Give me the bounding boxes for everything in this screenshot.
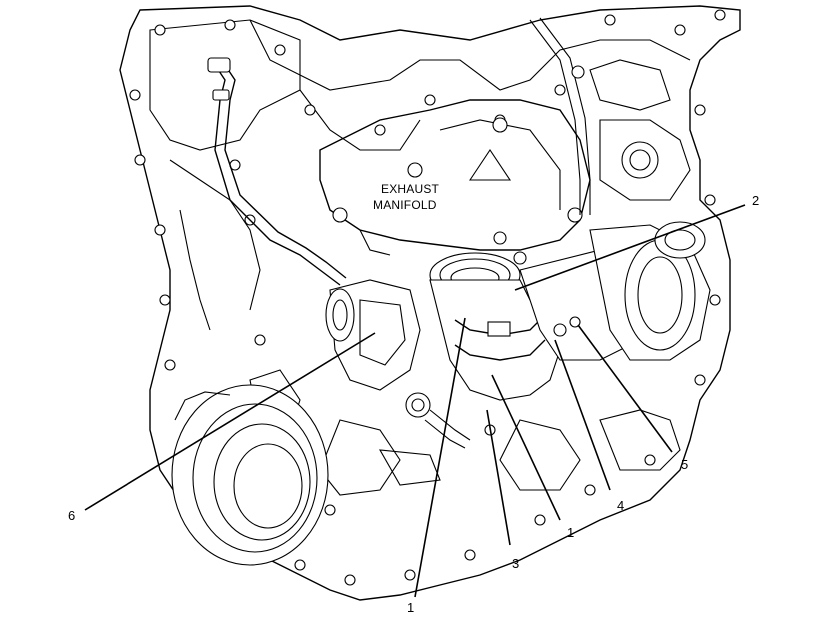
leader-lines	[84, 204, 746, 598]
oil-supply-line	[207, 57, 347, 286]
exhaust-manifold-label: EXHAUST MANIFOLD	[373, 182, 440, 212]
leader-4	[554, 339, 611, 491]
exhaust-manifold-label-line2: MANIFOLD	[373, 198, 437, 212]
callout-4: 4	[617, 498, 624, 513]
callout-1a: 1	[567, 525, 574, 540]
callout-5: 5	[681, 457, 688, 472]
callouts: 2 5 4 1 3 1 6	[68, 193, 759, 615]
callout-3: 3	[512, 556, 519, 571]
crankshaft-damper	[171, 384, 329, 566]
leader-1b	[414, 317, 466, 598]
leader-6	[84, 332, 376, 511]
exhaust-manifold-label-line1: EXHAUST	[381, 182, 440, 196]
callout-2: 2	[752, 193, 759, 208]
callout-6: 6	[68, 508, 75, 523]
leader-5	[577, 324, 673, 453]
leader-3	[486, 409, 511, 546]
turbocharger	[325, 221, 711, 449]
callout-1b: 1	[407, 600, 414, 615]
exhaust-manifold	[319, 99, 591, 256]
top-right-pipe	[529, 17, 591, 215]
leader-1a	[491, 374, 561, 521]
leader-2	[514, 204, 746, 291]
